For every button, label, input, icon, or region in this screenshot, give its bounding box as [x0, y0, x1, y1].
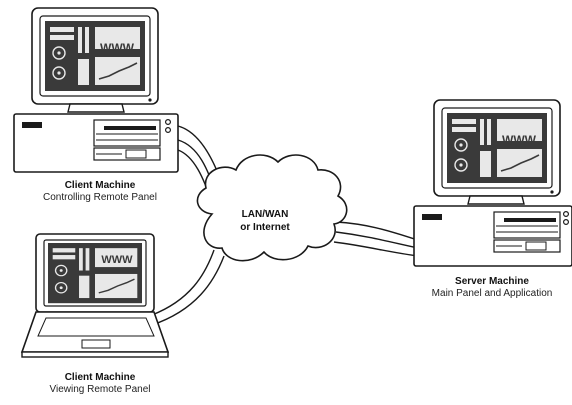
network-label-line2: or Internet — [240, 222, 290, 233]
server-title: Server Machine — [455, 276, 529, 287]
client-laptop-computer — [20, 233, 170, 358]
server-label: Server Machine Main Panel and Applicatio… — [412, 276, 572, 299]
server-screen-text: WWW — [502, 133, 537, 147]
client-viewing-title: Client Machine — [64, 372, 136, 383]
client-desktop-screen-text: WWW — [100, 41, 135, 55]
server-monitor — [433, 99, 561, 205]
client-viewing-label: Client Machine Viewing Remote Panel — [20, 372, 180, 395]
client-controlling-title: Client Machine — [64, 180, 136, 191]
client-desktop-case — [13, 113, 179, 173]
client-viewing-subtitle: Viewing Remote Panel — [49, 383, 151, 395]
network-label: LAN/WAN or Internet — [200, 208, 330, 234]
client-laptop-screen-text: WWW — [101, 254, 133, 266]
link-server-2 — [335, 231, 419, 249]
link-server-3 — [333, 241, 419, 257]
client-laptop-screen — [35, 233, 155, 313]
link-client-viewing-1 — [151, 249, 215, 316]
server-subtitle: Main Panel and Application — [431, 287, 553, 299]
client-laptop-keyboard — [20, 311, 170, 358]
server-case — [413, 205, 572, 267]
network-label-line1: LAN/WAN — [241, 209, 289, 220]
client-controlling-label: Client Machine Controlling Remote Panel — [20, 180, 180, 203]
client-desktop-computer — [13, 7, 179, 173]
client-controlling-subtitle: Controlling Remote Panel — [43, 191, 157, 203]
server-computer — [413, 99, 572, 267]
link-server-1 — [335, 221, 419, 241]
link-client-viewing-2 — [151, 255, 225, 326]
network-cloud — [196, 154, 348, 262]
client-desktop-monitor — [31, 7, 159, 113]
